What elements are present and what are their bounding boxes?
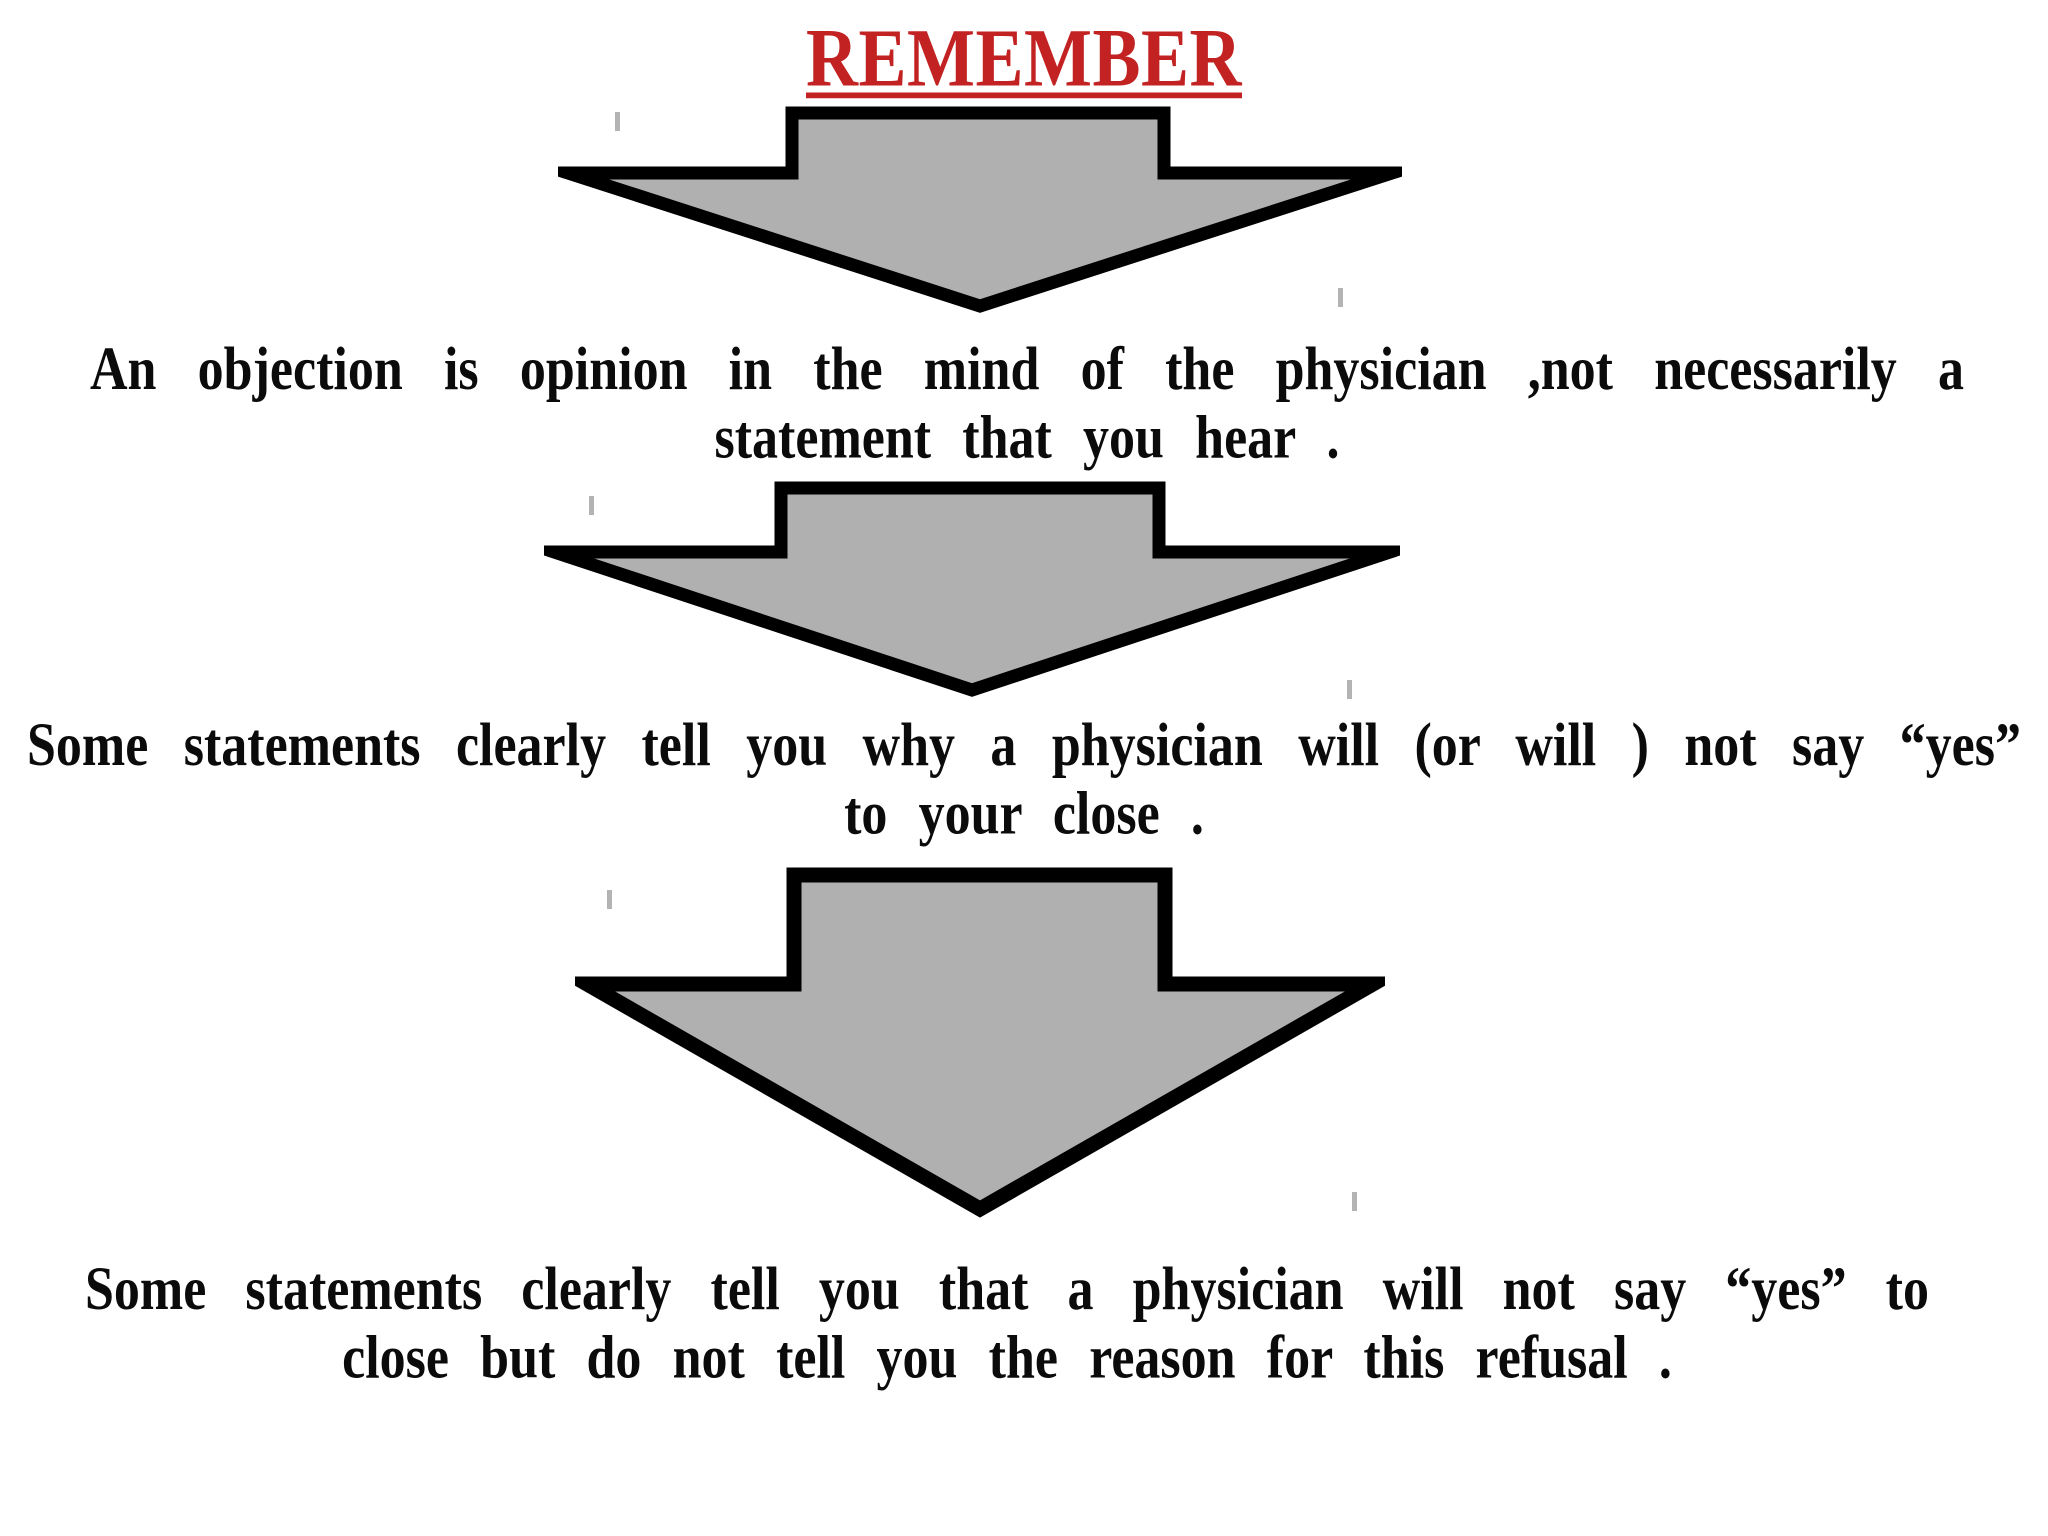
down-arrow-icon-3 <box>575 867 1385 1218</box>
statement-1-line-1: An objection is opinion in the mind of t… <box>90 336 1964 404</box>
statement-2: Some statements clearly tell you why a p… <box>27 712 2021 849</box>
selection-handle-tick <box>589 496 594 515</box>
down-arrow-icon-1 <box>558 106 1402 313</box>
statement-1-line-2: statement that you hear . <box>714 404 1340 472</box>
statement-3: Some statements clearly tell you that a … <box>85 1256 1929 1393</box>
selection-handle-tick <box>1347 680 1352 699</box>
selection-handle-tick <box>607 890 612 909</box>
statement-2-line-1: Some statements clearly tell you why a p… <box>27 712 2021 780</box>
selection-handle-tick <box>615 112 620 131</box>
statement-1: An objection is opinion in the mind of t… <box>90 336 1964 473</box>
page-title: REMEMBER <box>806 12 1242 104</box>
down-arrow-icon-2 <box>544 481 1400 697</box>
statement-3-line-2: close but do not tell you the reason for… <box>342 1324 1672 1392</box>
statement-3-line-1: Some statements clearly tell you that a … <box>85 1256 1929 1324</box>
selection-handle-tick <box>1338 288 1343 307</box>
statement-2-line-2: to your close . <box>844 780 1204 848</box>
selection-handle-tick <box>1352 1192 1357 1211</box>
